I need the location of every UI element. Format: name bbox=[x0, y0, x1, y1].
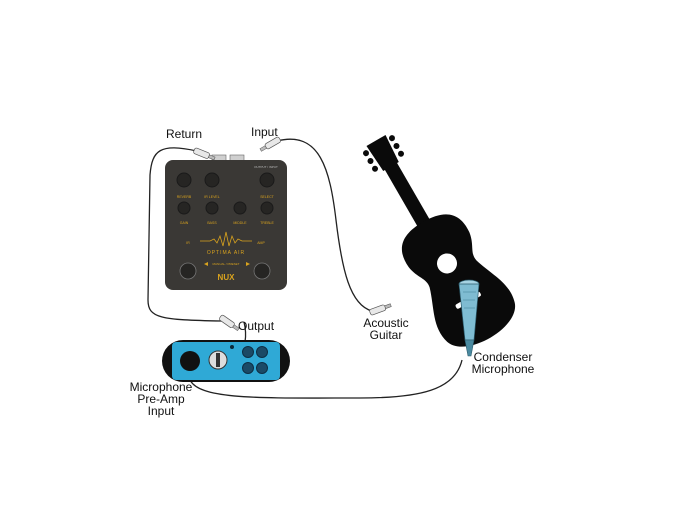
mic-cable bbox=[189, 359, 463, 399]
tuning-peg bbox=[393, 142, 400, 149]
pedal-side-label: IR bbox=[186, 241, 190, 245]
pedal: REVERB IR LEVEL SELECT OUTPUT / INPUT GA… bbox=[165, 154, 287, 290]
pedal-knob-label: BASS bbox=[207, 221, 217, 225]
gain-knob bbox=[177, 201, 191, 215]
tuning-peg bbox=[388, 135, 395, 142]
preamp-knob bbox=[242, 346, 254, 358]
pedal-waveform-logo bbox=[200, 231, 252, 247]
pedal-body bbox=[165, 160, 287, 290]
pedal-knob-label: TREBLE bbox=[260, 221, 274, 225]
guitar-neck bbox=[383, 161, 432, 229]
plugs bbox=[193, 136, 392, 332]
footswitch-left bbox=[179, 262, 197, 280]
input-label: Input bbox=[251, 125, 278, 139]
treble-knob bbox=[260, 201, 274, 215]
select-knob bbox=[259, 172, 275, 188]
mic-preamp-input-label-line: Pre-Amp bbox=[137, 392, 185, 406]
pedal-corner-text: OUTPUT / INPUT bbox=[254, 165, 278, 169]
mic-preamp bbox=[162, 340, 290, 382]
pedal-knob-label: REVERB bbox=[177, 195, 192, 199]
bass-knob bbox=[205, 201, 219, 215]
tuning-peg bbox=[372, 165, 379, 172]
middle-knob bbox=[233, 201, 247, 215]
preamp-knob bbox=[256, 346, 268, 358]
guitar-plug bbox=[369, 303, 392, 316]
pedal-brand-logo: NUX bbox=[218, 273, 236, 282]
cables bbox=[147, 138, 463, 399]
input-cable bbox=[276, 138, 373, 312]
pedal-knob-label: IR LEVEL bbox=[204, 195, 219, 199]
condenser-microphone-label: Condenser Microphone bbox=[467, 351, 539, 375]
reverb-knob bbox=[176, 172, 192, 188]
guitar-soundhole bbox=[437, 253, 457, 274]
condenser-microphone-label-line: Microphone bbox=[471, 362, 535, 376]
mic-grille-lines bbox=[463, 291, 476, 309]
return-cable bbox=[147, 147, 223, 322]
mic-preamp-input-label-line: Microphone bbox=[129, 380, 193, 394]
pedal-side-label: AMP bbox=[257, 241, 265, 245]
output-plug bbox=[219, 314, 240, 332]
preamp-led bbox=[230, 345, 234, 349]
footswitch-right bbox=[253, 262, 271, 280]
acoustic-guitar-label-line: Guitar bbox=[369, 328, 403, 342]
preamp-knob bbox=[242, 362, 254, 374]
tuning-peg bbox=[367, 157, 374, 164]
condenser-microphone bbox=[458, 279, 480, 357]
guitar-body bbox=[401, 214, 515, 347]
guitar-headstock bbox=[366, 134, 399, 171]
condenser-microphone-label-line: Condenser bbox=[473, 350, 533, 364]
pedal-arrow-left-icon bbox=[204, 262, 208, 266]
input-plug bbox=[259, 136, 281, 152]
preamp-knob bbox=[256, 362, 268, 374]
pedal-knob-label: MIDDLE bbox=[233, 221, 247, 225]
pedal-knob-label: SELECT bbox=[260, 195, 274, 199]
ir-level-knob bbox=[204, 172, 220, 188]
pedal-footer-text: MANUAL / PRESET bbox=[213, 262, 240, 266]
pedal-arrow-right-icon bbox=[246, 262, 250, 266]
acoustic-guitar-label: Acoustic Guitar bbox=[360, 317, 412, 341]
mic-preamp-input-label: Microphone Pre-Amp Input bbox=[126, 381, 196, 417]
preamp-xlr-jack bbox=[180, 351, 200, 371]
return-plug bbox=[193, 147, 216, 161]
tuning-peg bbox=[363, 150, 370, 157]
preamp-combo-slot bbox=[216, 353, 220, 367]
mic-tip bbox=[464, 339, 475, 357]
pedal-knob-label: GAIN bbox=[180, 221, 189, 225]
mic-preamp-input-label-line: Input bbox=[147, 404, 175, 418]
return-label: Return bbox=[166, 127, 203, 141]
output-label: Output bbox=[238, 319, 275, 333]
acoustic-guitar bbox=[363, 134, 515, 347]
pedal-model-text: OPTIMA AIR bbox=[207, 250, 245, 256]
tuning-peg bbox=[397, 150, 404, 157]
acoustic-guitar-label-line: Acoustic bbox=[363, 316, 409, 330]
